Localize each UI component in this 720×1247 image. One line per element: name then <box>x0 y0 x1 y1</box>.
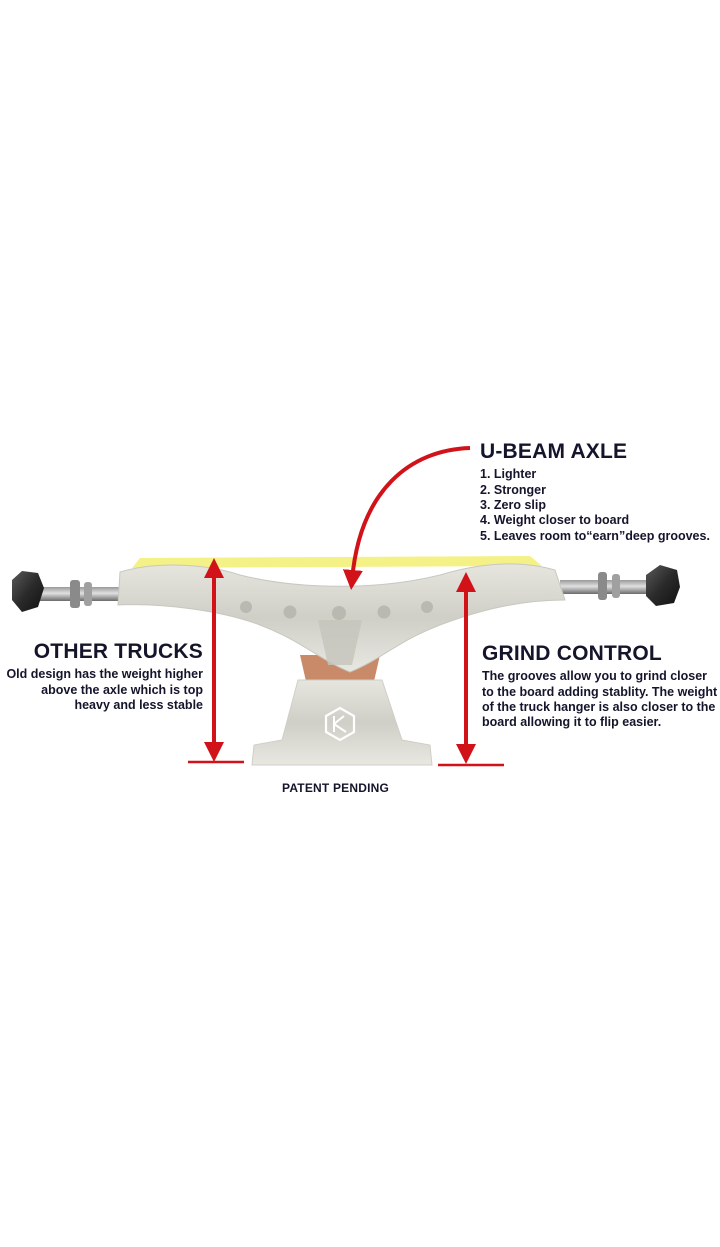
grind-control-body: The grooves allow you to grind closer to… <box>482 669 718 730</box>
baseplate <box>251 679 433 766</box>
other-trucks-body: Old design has the weight higher above t… <box>6 667 203 712</box>
hanger-holes <box>240 601 433 620</box>
ubeam-item: 4. Weight closer to board <box>480 513 630 528</box>
axle-nut-left <box>12 571 44 612</box>
highlight-band <box>132 556 542 568</box>
kg-badge-icon <box>324 706 356 742</box>
ubeam-item: 5. Leaves room to“earn”deep grooves. <box>480 528 710 543</box>
ubeam-item: 1. Lighter <box>480 467 537 482</box>
grind-control-callout: GRIND CONTROL The grooves allow you to g… <box>482 642 718 731</box>
axle-nut-right <box>646 565 680 606</box>
ubeam-title: U-BEAM AXLE <box>480 440 628 463</box>
patent-pending-label: PATENT PENDING <box>282 781 390 795</box>
ubeam-callout: U-BEAM AXLE 1. Lighter 2. Stronger 3. Ze… <box>480 440 710 544</box>
ubeam-list: 1. Lighter 2. Stronger 3. Zero slip 4. W… <box>480 467 710 544</box>
axle-left <box>12 571 124 612</box>
axle-right <box>560 565 680 606</box>
other-trucks-callout: OTHER TRUCKS Old design has the weight h… <box>3 640 203 713</box>
grind-control-title: GRIND CONTROL <box>482 642 662 665</box>
ubeam-item: 2. Stronger <box>480 482 546 497</box>
ubeam-item: 3. Zero slip <box>480 497 546 512</box>
other-trucks-title: OTHER TRUCKS <box>33 640 203 663</box>
hanger-pivot <box>318 620 362 665</box>
ubeam-arrow <box>342 446 471 590</box>
